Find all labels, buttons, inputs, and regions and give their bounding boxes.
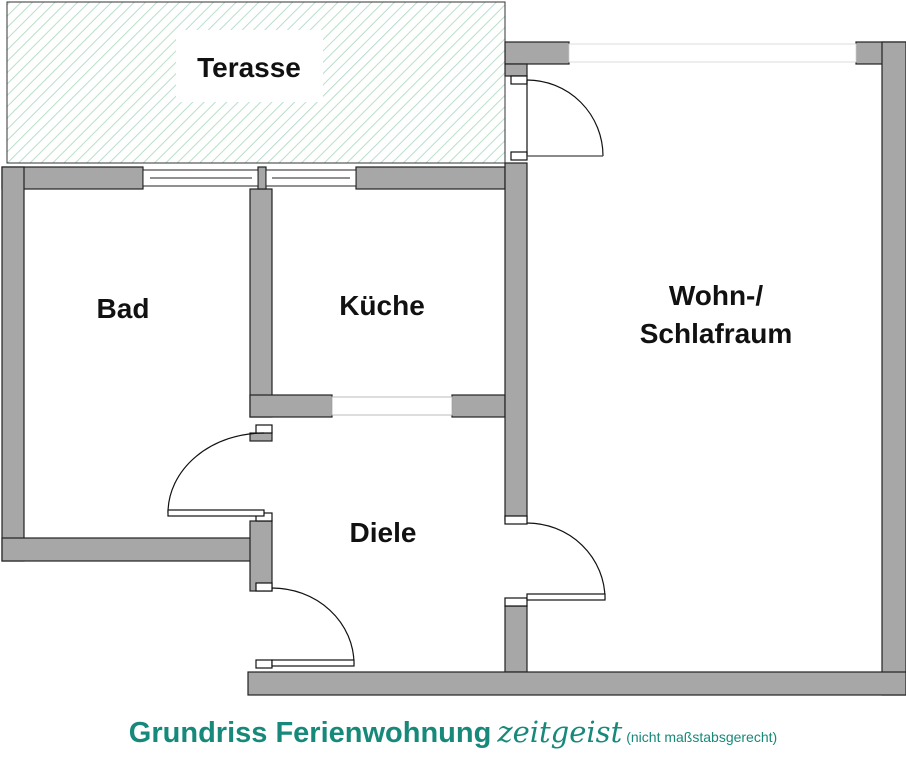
caption-note: (nicht maßstabsgerecht) [626,729,778,745]
wall [249,520,273,592]
wall [504,162,528,521]
wall [257,166,267,190]
wall [504,63,528,77]
walls [1,41,906,696]
door-terrace [510,75,604,161]
wall [355,166,506,190]
window-pass-through [331,396,453,416]
kitchen-label: Küche [339,290,425,321]
caption-brand: zeitgeist [497,715,623,749]
wall [249,394,333,418]
living-label-line1: Wohn-/ [669,280,764,311]
wall [451,394,506,418]
windows [142,43,857,416]
door-living [504,515,606,607]
doors [167,75,606,669]
terrace-area: Terasse [6,1,506,164]
wall [1,537,257,562]
wall [1,166,25,562]
door-entrance [255,582,355,669]
wall [249,432,273,442]
wall [504,41,570,65]
caption-title: Grundriss Ferienwohnung [128,717,492,749]
living-label-line2: Schlafraum [640,318,793,349]
door-bad [167,424,273,522]
wall [881,41,906,696]
wall [504,605,528,673]
wall [247,671,906,696]
wall [249,188,273,418]
hall-label: Diele [350,517,417,548]
window-living [568,43,857,63]
bath-label: Bad [97,293,150,324]
terrace-label: Terasse [197,52,301,83]
